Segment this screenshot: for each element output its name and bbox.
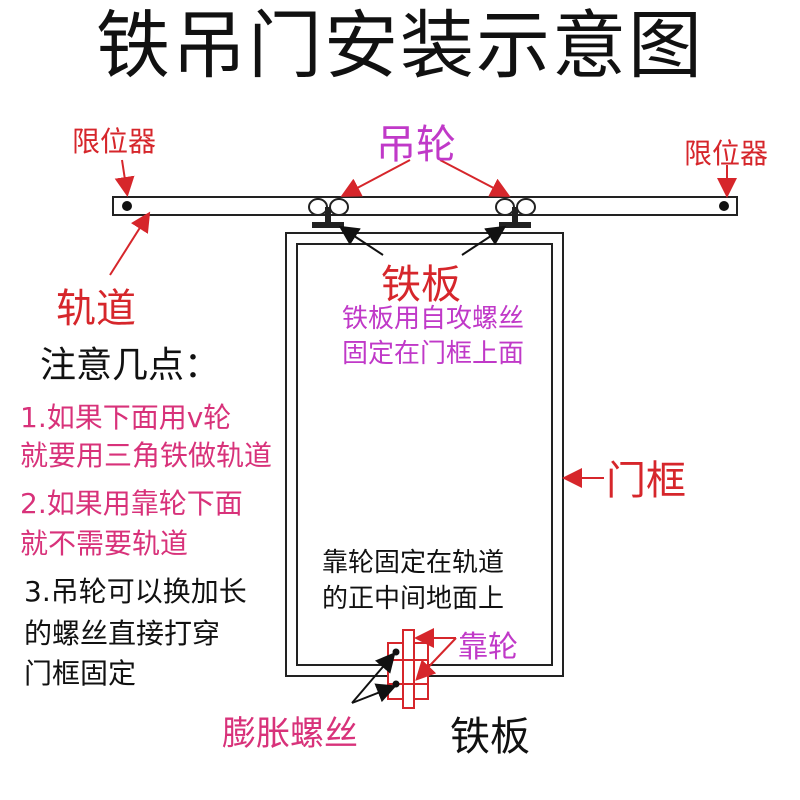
note-1-line2: 就要用三角铁做轨道 bbox=[20, 439, 273, 472]
iron-plate-bottom-label: 铁板 bbox=[450, 714, 530, 760]
arrow-wheel-right bbox=[439, 159, 511, 197]
limiter-left-label: 限位器 bbox=[72, 125, 157, 158]
note-2-line1: 2.如果用靠轮下面 bbox=[20, 487, 243, 520]
arrow-screw-2 bbox=[351, 683, 397, 704]
guide-wheel-note-line1: 靠轮固定在轨道 bbox=[322, 548, 505, 578]
arrow-wheel-left bbox=[340, 159, 411, 197]
iron-plate-note-line1: 铁板用自攻螺丝 bbox=[342, 304, 525, 334]
guide-wheel-assembly bbox=[387, 629, 429, 709]
hanging-wheel-right bbox=[495, 198, 536, 228]
guide-wheel-note-line2: 的正中间地面上 bbox=[322, 584, 505, 614]
note-3-line2: 的螺丝直接打穿 bbox=[24, 617, 221, 650]
diagram-title: 铁吊门安装示意图 bbox=[96, 3, 704, 89]
notes-heading: 注意几点： bbox=[40, 345, 221, 386]
arrow-limiter-left bbox=[114, 159, 135, 197]
arrow-guide-wheel-2 bbox=[415, 637, 457, 681]
note-2-line2: 就不需要轨道 bbox=[20, 527, 189, 560]
limiter-right-label: 限位器 bbox=[684, 137, 769, 170]
hanging-wheel-left bbox=[308, 198, 349, 228]
track-bar bbox=[112, 196, 738, 216]
arrow-plate-left bbox=[338, 225, 384, 256]
note-3-line3: 门框固定 bbox=[24, 657, 137, 690]
limiter-left-dot bbox=[122, 201, 132, 211]
guide-wheel-label: 靠轮 bbox=[458, 630, 518, 665]
expansion-screw-label: 膨胀螺丝 bbox=[222, 714, 358, 754]
iron-plate-note-line2: 固定在门框上面 bbox=[342, 339, 525, 369]
iron-plate-label: 铁板 bbox=[381, 262, 461, 308]
arrow-plate-right bbox=[461, 225, 507, 256]
arrow-screw-1 bbox=[351, 651, 396, 704]
limiter-right-dot bbox=[719, 201, 729, 211]
door-frame-label: 门框 bbox=[606, 458, 686, 504]
arrow-track bbox=[109, 211, 151, 276]
note-1-line1: 1.如果下面用v轮 bbox=[20, 401, 232, 434]
hanging-wheel-label: 吊轮 bbox=[376, 122, 456, 168]
note-3-line1: 3.吊轮可以换加长 bbox=[24, 575, 247, 608]
track-label: 轨道 bbox=[56, 286, 136, 332]
